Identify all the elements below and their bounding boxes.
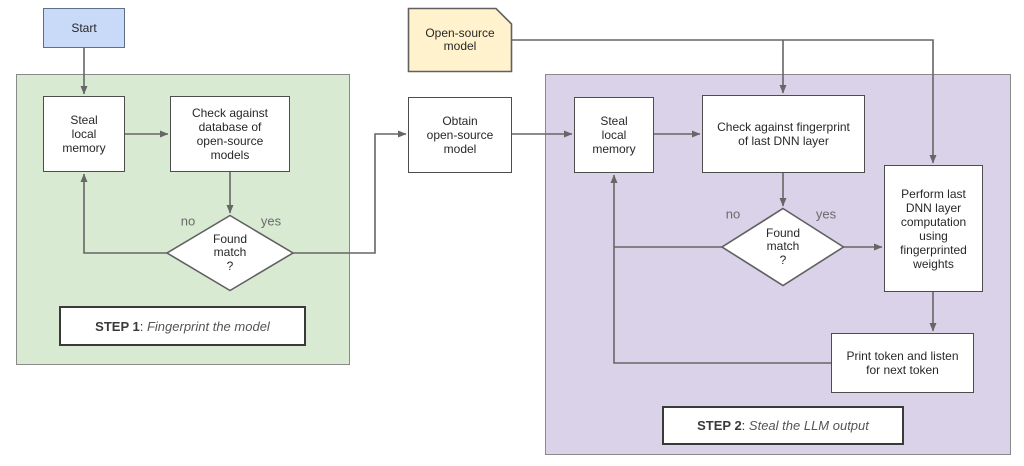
step1-caption: STEP 1: Fingerprint the model <box>59 306 306 346</box>
step1-caption-colon: : <box>139 318 147 334</box>
obtain-open-source-model-node: Obtain open-source model <box>408 97 512 173</box>
perform-dnn-computation-node: Perform last DNN layer computation using… <box>884 165 983 292</box>
start-node: Start <box>43 8 125 48</box>
step1-check-database-node: Check against database of open-source mo… <box>170 96 290 172</box>
step1-yes-label: yes <box>260 213 282 229</box>
step2-caption: STEP 2: Steal the LLM output <box>662 406 904 445</box>
open-source-model-note-shape <box>407 7 513 73</box>
step2-caption-italic: Steal the LLM output <box>748 418 869 433</box>
step1-no-label: no <box>180 213 196 229</box>
step2-caption-bold: STEP 2 <box>697 418 742 433</box>
step2-caption-colon: : <box>741 418 749 433</box>
step2-check-fingerprint-node: Check against fingerprint of last DNN la… <box>702 95 865 173</box>
open-source-model-note-label: Open-source model <box>425 25 495 53</box>
step1-steal-local-memory-node: Steal local memory <box>43 96 125 172</box>
print-token-node: Print token and listen for next token <box>831 333 974 393</box>
step1-caption-italic: Fingerprint the model <box>146 318 270 334</box>
step2-no-label: no <box>725 206 741 222</box>
step2-steal-local-memory-node: Steal local memory <box>574 97 654 173</box>
step2-yes-label: yes <box>815 206 837 222</box>
step1-caption-bold: STEP 1 <box>95 318 140 334</box>
